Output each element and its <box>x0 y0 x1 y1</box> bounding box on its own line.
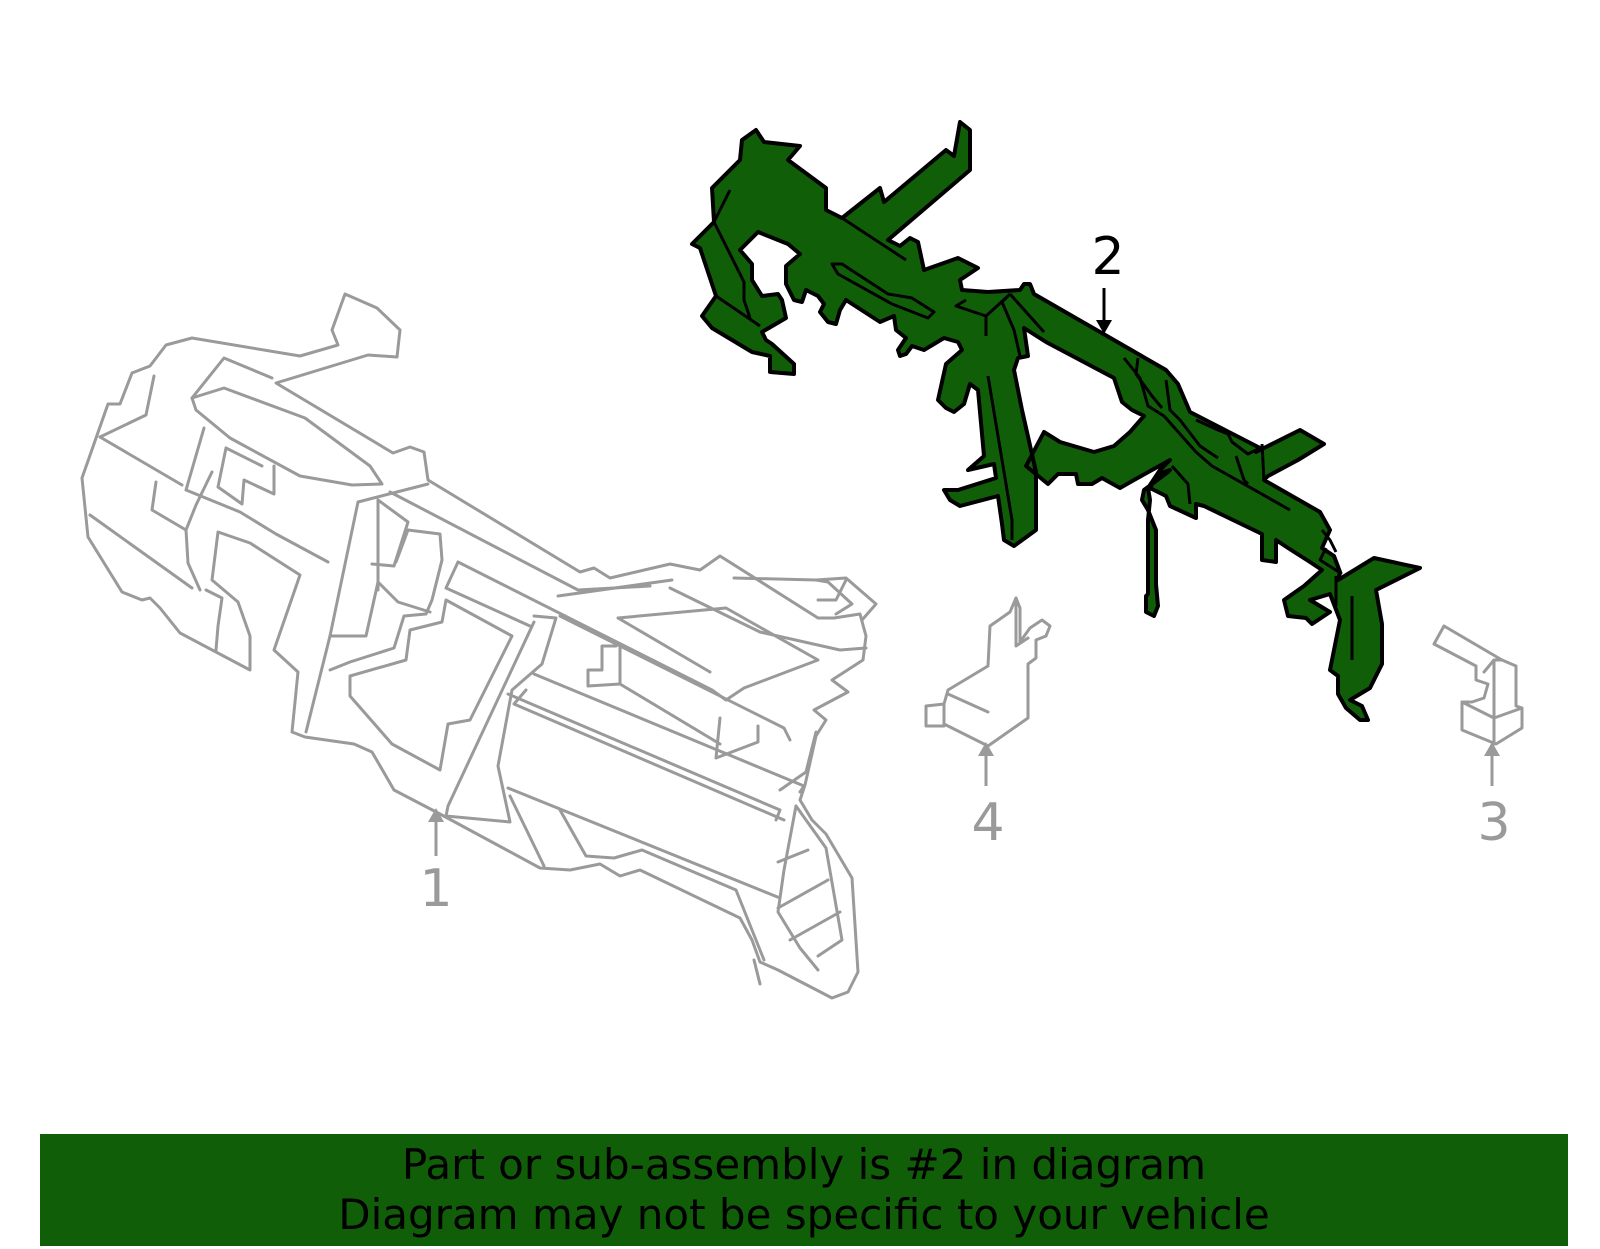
callout-arrow-3 <box>1484 742 1500 786</box>
callout-arrow-1 <box>428 808 444 856</box>
banner-line-disclaimer: Diagram may not be specific to your vehi… <box>338 1190 1270 1239</box>
banner-line-part-note: Part or sub-assembly is #2 in diagram <box>401 1140 1207 1189</box>
callout-arrow-2 <box>1096 288 1112 334</box>
part-2-reinforcement-beam[interactable] <box>690 120 1422 722</box>
part-1-instrument-panel[interactable] <box>80 292 878 1000</box>
part-3-bracket-right[interactable] <box>1432 624 1524 746</box>
part-number-label-3: 3 <box>1477 793 1510 853</box>
part-number-label-1: 1 <box>419 859 452 919</box>
callout-arrow-4 <box>978 742 994 786</box>
part-number-label-2: 2 <box>1091 227 1124 287</box>
part-number-label-4: 4 <box>971 793 1004 853</box>
part-4-bracket-left[interactable] <box>924 596 1052 748</box>
info-banner: Part or sub-assembly is #2 in diagram Di… <box>40 1134 1568 1246</box>
